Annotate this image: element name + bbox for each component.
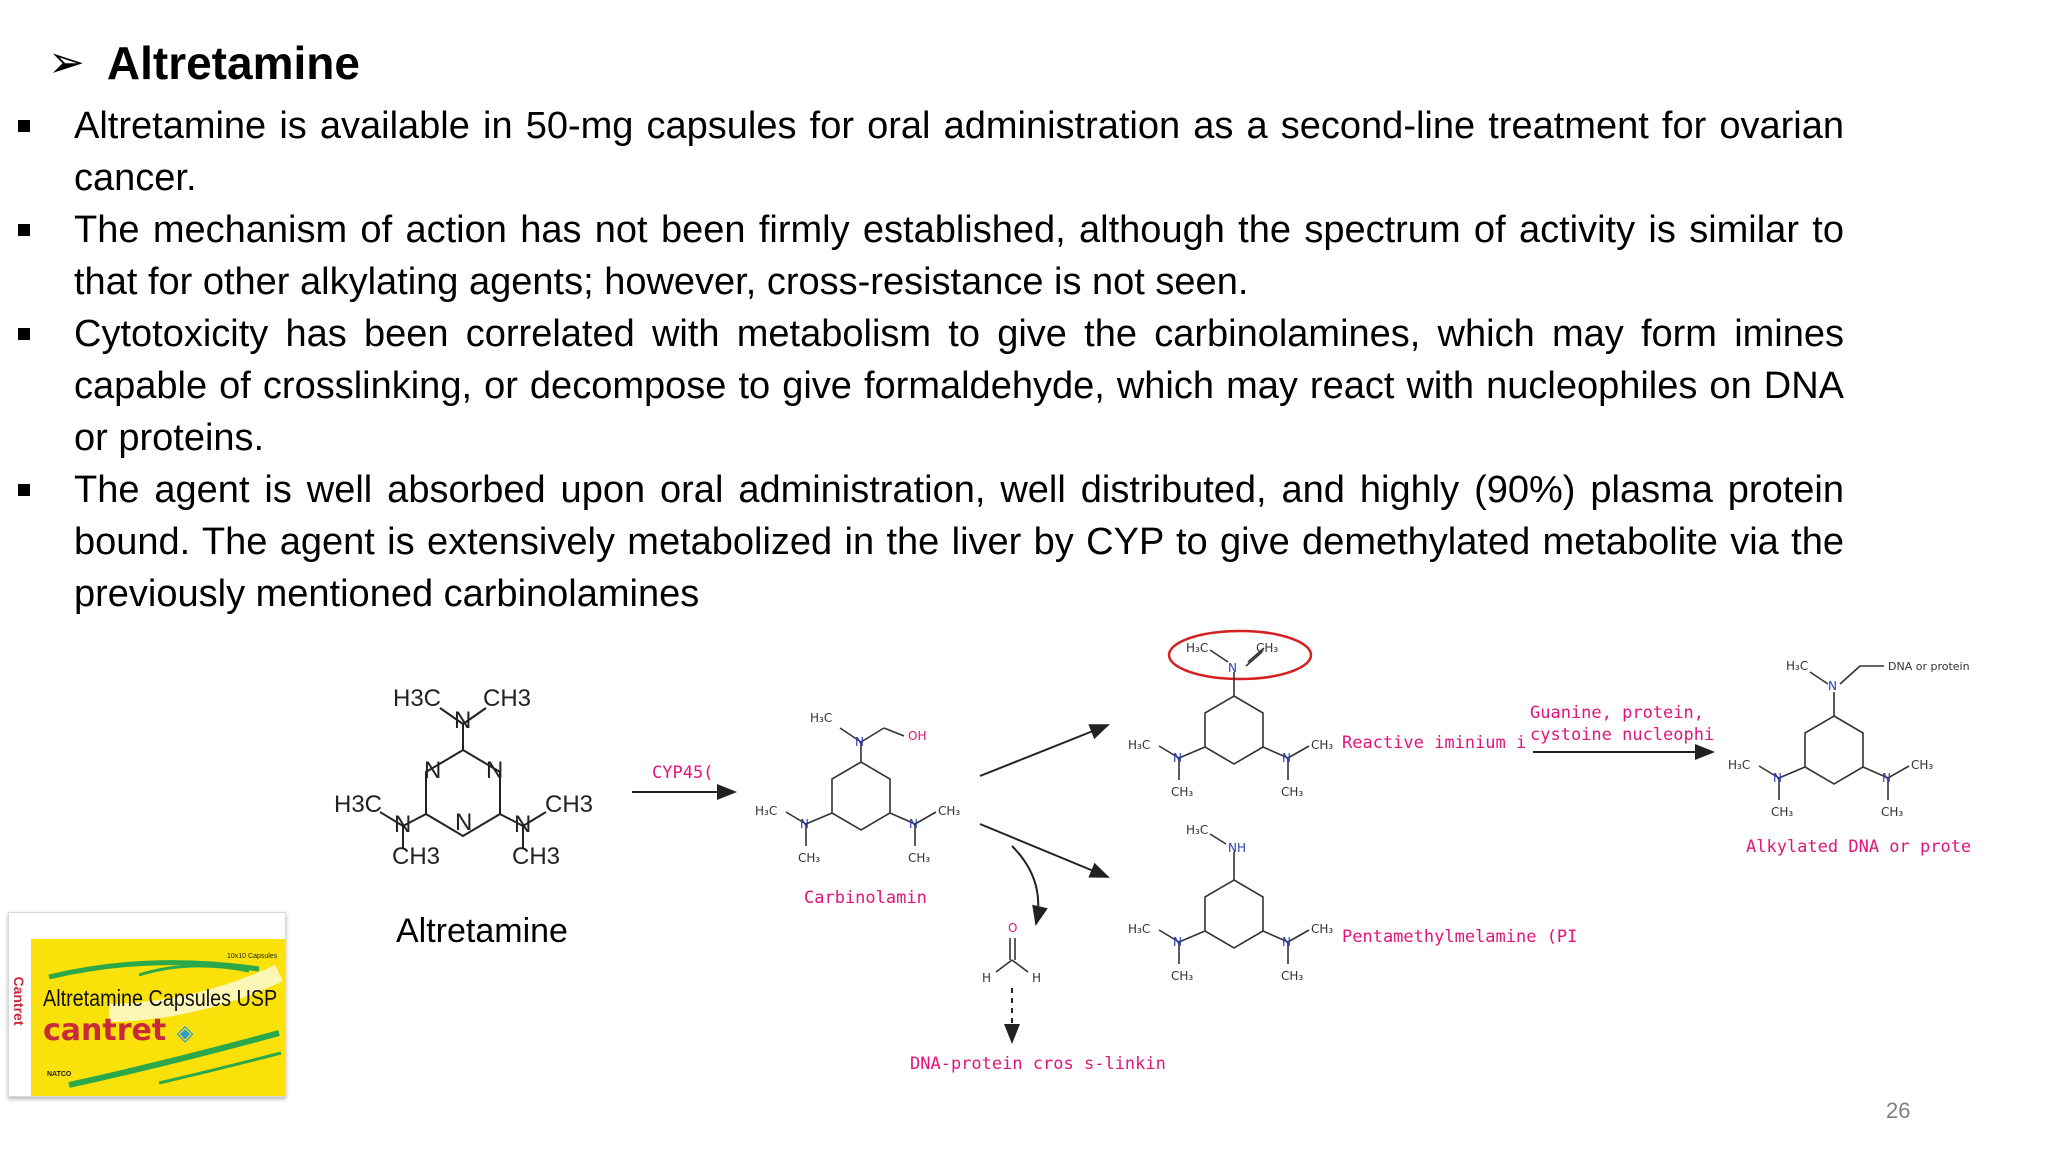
atom-label: N <box>855 735 864 749</box>
atom-label: N <box>1282 751 1291 765</box>
bullet-text: The agent is well absorbed upon oral adm… <box>74 469 1844 615</box>
formaldehyde-structure <box>995 938 1029 973</box>
atom-label: CH3 <box>392 843 440 870</box>
atom-label: H₃C <box>810 711 832 725</box>
alkylated-label: Alkylated DNA or prote <box>1746 837 1971 857</box>
atom-label: H₃C <box>1186 641 1208 655</box>
atom-label: N <box>454 707 471 734</box>
product-top-panel <box>31 913 285 939</box>
altretamine-structure <box>379 707 547 848</box>
square-bullet-icon <box>18 328 30 340</box>
atom-label: N <box>1173 935 1182 949</box>
product-box-image: Cantret 10x10 Capsules Altretamine Capsu… <box>8 912 286 1097</box>
atom-label: CH3 <box>512 843 560 870</box>
nucleophile-label: Guanine, protein, <box>1530 703 1704 723</box>
atom-label: CH₃ <box>1771 805 1793 819</box>
product-side-panel: Cantret <box>9 913 32 1096</box>
square-bullet-icon <box>18 120 30 132</box>
atom-label: H <box>1032 971 1041 985</box>
atom-label: N <box>1282 935 1291 949</box>
atom-label: OH <box>908 729 926 743</box>
atom-label: N <box>514 811 531 838</box>
to-iminium-arrow <box>979 724 1110 777</box>
bullet-text: The mechanism of action has not been fir… <box>74 209 1844 303</box>
altretamine-caption: Altretamine <box>396 912 568 950</box>
atom-label: N <box>909 817 918 831</box>
to-pentamethyl-arrow <box>979 823 1110 878</box>
product-pack-text: 10x10 Capsules <box>227 953 278 960</box>
atom-label: CH₃ <box>1311 738 1333 752</box>
slide-title: Altretamine <box>106 37 360 89</box>
atom-label: O <box>1008 921 1017 935</box>
atom-label: N <box>800 817 809 831</box>
alkylated-structure <box>1758 665 1910 800</box>
atom-label: CH3 <box>545 791 593 818</box>
bullet-list: Altretamine is available in 50-mg capsul… <box>18 100 1844 620</box>
atom-label: N <box>1773 771 1782 785</box>
atom-label: H3C <box>393 685 441 712</box>
product-brand: cantret ◈ <box>43 1013 194 1048</box>
bullet-item: The mechanism of action has not been fir… <box>18 204 1844 308</box>
atom-label: CH₃ <box>908 851 930 865</box>
crosslink-label: DNA-protein cros s-linkin <box>910 1054 1166 1074</box>
atom-label: H₃C <box>1728 758 1750 772</box>
atom-label: CH₃ <box>1311 922 1333 936</box>
iminium-highlight-circle <box>1167 629 1313 681</box>
bullet-item: The agent is well absorbed upon oral adm… <box>18 464 1844 620</box>
to-formaldehyde-arrow <box>1011 845 1048 926</box>
atom-label: N <box>1228 661 1237 675</box>
atom-label: CH₃ <box>1911 758 1933 772</box>
atom-label: CH₃ <box>798 851 820 865</box>
atom-label: NH <box>1228 841 1246 855</box>
atom-label: CH₃ <box>1281 969 1303 983</box>
atom-label: CH₃ <box>938 804 960 818</box>
nucleophile-label: cystoine nucleophi <box>1530 725 1714 745</box>
atom-label: CH₃ <box>1171 785 1193 799</box>
product-swoosh-graphic <box>48 960 283 1088</box>
atom-label: N <box>486 757 503 784</box>
atom-label: H₃C <box>755 804 777 818</box>
pentamethylmelamine-structure <box>1158 833 1310 964</box>
atom-label: H <box>982 971 991 985</box>
product-name: Altretamine Capsules USP <box>43 985 278 1011</box>
atom-label: N <box>424 757 441 784</box>
atom-label: CH₃ <box>1881 805 1903 819</box>
atom-label: H3C <box>334 791 382 818</box>
bullet-text: Cytotoxicity has been correlated with me… <box>74 313 1844 459</box>
product-maker: NATCO <box>47 1071 72 1078</box>
square-bullet-icon <box>18 224 30 236</box>
iminium-label: Reactive iminium i <box>1342 733 1526 753</box>
square-bullet-icon <box>18 484 30 496</box>
cyp-label: CYP45( <box>652 763 713 783</box>
atom-label: N <box>1882 771 1891 785</box>
atom-label: H₃C <box>1128 922 1150 936</box>
atom-label: H₃C <box>1186 823 1208 837</box>
bullet-text: Altretamine is available in 50-mg capsul… <box>74 105 1844 199</box>
atom-label: CH3 <box>483 685 531 712</box>
iminium-structure <box>1158 647 1310 780</box>
atom-label: N <box>455 809 472 836</box>
slide-heading: ➢ Altretamine <box>48 28 360 98</box>
atom-label: CH₃ <box>1171 969 1193 983</box>
atom-label: N <box>1828 679 1837 693</box>
page-number: 26 <box>1886 1098 1911 1123</box>
carbinolamine-label: Carbinolamin <box>804 888 927 908</box>
atom-label: H₃C <box>1128 738 1150 752</box>
dna-protein-label: DNA or protein <box>1888 660 1970 673</box>
pentamethyl-label: Pentamethylmelamine (PI <box>1342 927 1577 947</box>
atom-label: CH₃ <box>1281 785 1303 799</box>
arrow-bullet-icon: ➢ <box>48 38 85 87</box>
atom-label: CH₃ <box>1256 641 1278 655</box>
bullet-item: Cytotoxicity has been correlated with me… <box>18 308 1844 464</box>
atom-label: H₃C <box>1786 659 1808 673</box>
atom-label: N <box>1173 751 1182 765</box>
carbinolamine-structure <box>785 727 937 846</box>
bullet-item: Altretamine is available in 50-mg capsul… <box>18 100 1844 204</box>
atom-label: N <box>394 811 411 838</box>
